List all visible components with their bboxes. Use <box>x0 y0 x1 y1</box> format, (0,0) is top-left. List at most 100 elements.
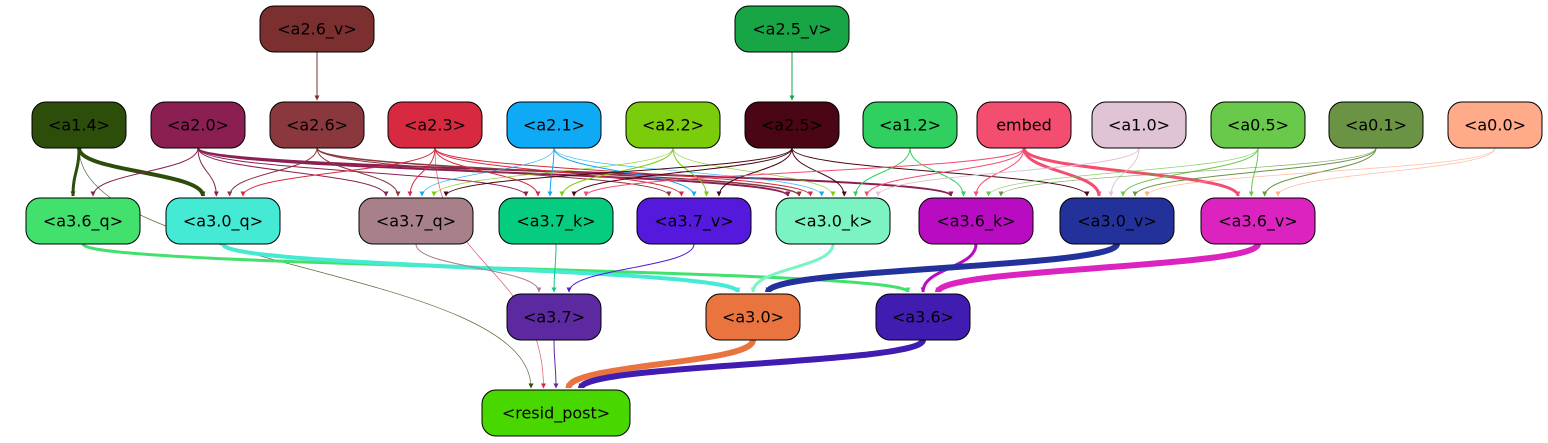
node-box <box>1210 101 1306 149</box>
edge-a0_0-to-a3_6_v <box>1275 147 1496 197</box>
node-box <box>506 101 602 149</box>
node-label: <a3.0_v> <box>1077 212 1157 232</box>
node-label: <a0.1> <box>1345 116 1407 135</box>
edge-embed-to-a3_6_v <box>1022 147 1241 197</box>
edge-a3_6_v-to-a3_6 <box>935 242 1261 294</box>
edge-a2_0-to-a3_6_q <box>90 147 199 197</box>
node-box <box>705 293 801 341</box>
node-a2-2[interactable]: <a2.2> <box>625 101 721 149</box>
edge-a3_0_q-to-a3_0 <box>221 242 741 294</box>
node-box <box>387 101 483 149</box>
node-box <box>636 197 752 245</box>
node-a1-2[interactable]: <a1.2> <box>862 101 958 149</box>
node-a3-0-q[interactable]: <a3.0_q> <box>165 197 281 245</box>
node-a2-1[interactable]: <a2.1> <box>506 101 602 149</box>
node-label: <a0.5> <box>1227 116 1289 135</box>
edge-a3_7_v-to-a3_7 <box>566 243 695 293</box>
node-label: <a1.0> <box>1108 116 1170 135</box>
node-box <box>875 293 971 341</box>
edge-a2_2-to-a3_7_v <box>672 147 709 197</box>
node-a2-6-v[interactable]: <a2.6_v> <box>259 5 375 53</box>
node-label: <a3.6_q> <box>43 212 123 232</box>
edge-a3_7_k-to-a3_7 <box>551 243 557 293</box>
node-a3-0[interactable]: <a3.0> <box>705 293 801 341</box>
edge-a2_6-to-a3_0_q <box>227 147 318 197</box>
node-box <box>31 101 127 149</box>
node-label: <a3.0_q> <box>183 212 263 232</box>
edge-a2_6-to-a3_7_q <box>316 147 401 197</box>
edge-a1_0-to-a3_0_k <box>875 147 1140 197</box>
node-a3-0-k[interactable]: <a3.0_k> <box>775 197 891 245</box>
node-label: <a2.5> <box>761 116 823 135</box>
node-label: <a3.6> <box>892 308 954 327</box>
node-label: <a3.6_v> <box>1218 212 1298 232</box>
node-label: <a2.0> <box>167 116 229 135</box>
node-a2-5[interactable]: <a2.5> <box>744 101 840 149</box>
node-a0-5[interactable]: <a0.5> <box>1210 101 1306 149</box>
node-a2-0[interactable]: <a2.0> <box>150 101 246 149</box>
edges-layer <box>70 51 1496 390</box>
node-a3-6[interactable]: <a3.6> <box>875 293 971 341</box>
node-box <box>744 101 840 149</box>
node-box <box>358 197 474 245</box>
edge-a2_5-to-a3_7_k <box>571 147 793 197</box>
node-label: <a3.7_k> <box>516 212 595 232</box>
node-a3-6-q[interactable]: <a3.6_q> <box>25 197 141 245</box>
node-a3-7-v[interactable]: <a3.7_v> <box>636 197 752 245</box>
node-label: <a2.6_v> <box>277 20 357 40</box>
node-a0-1[interactable]: <a0.1> <box>1328 101 1424 149</box>
node-a3-6-v[interactable]: <a3.6_v> <box>1200 197 1316 245</box>
node-box <box>1200 197 1316 245</box>
node-box <box>259 5 375 53</box>
node-box <box>976 101 1072 149</box>
node-box <box>506 293 602 341</box>
node-label: <a3.0_k> <box>793 212 872 232</box>
edge-a1_2-to-a3_6_k <box>909 147 966 197</box>
node-box <box>1328 101 1424 149</box>
edge-a2_2-to-a3_7_q <box>431 147 674 197</box>
node-label: <a3.6_k> <box>936 212 1015 232</box>
node-label: <resid_post> <box>502 404 610 424</box>
node-label: <a2.2> <box>642 116 704 135</box>
node-box <box>625 101 721 149</box>
node-label: <a2.1> <box>523 116 585 135</box>
node-resid-post[interactable]: <resid_post> <box>481 389 631 437</box>
node-a2-3[interactable]: <a2.3> <box>387 101 483 149</box>
node-box <box>1059 197 1175 245</box>
node-a2-5-v[interactable]: <a2.5_v> <box>734 5 850 53</box>
node-box <box>734 5 850 53</box>
edge-a1_2-to-a3_0_k <box>853 147 911 197</box>
node-box <box>862 101 958 149</box>
node-embed[interactable]: embed <box>976 101 1072 149</box>
edge-a2_0-to-a3_7_q <box>197 147 389 197</box>
node-a0-0[interactable]: <a0.0> <box>1447 101 1543 149</box>
node-a3-7-q[interactable]: <a3.7_q> <box>358 197 474 245</box>
edge-a1_4-to-a3_6_q <box>70 147 81 197</box>
node-a3-6-k[interactable]: <a3.6_k> <box>918 197 1034 245</box>
node-box <box>498 197 614 245</box>
edge-embed-to-a3_0_v <box>1022 147 1102 197</box>
edge-embed-to-a3_0_k <box>864 147 1025 197</box>
edge-a2_6-to-a3_7_v <box>316 147 672 197</box>
node-box <box>775 197 891 245</box>
edge-a2_5-to-a3_0_k <box>791 147 847 197</box>
node-box <box>1091 101 1187 149</box>
edge-a3_0_k-to-a3_0 <box>750 243 835 293</box>
edge-embed-to-a3_7_k <box>583 147 1025 197</box>
edge-a2_0-to-a3_7_k <box>197 147 529 197</box>
node-a1-0[interactable]: <a1.0> <box>1091 101 1187 149</box>
edge-embed-to-a3_6_k <box>973 147 1025 197</box>
edge-a3_0-to-resid_post <box>565 338 756 390</box>
edge-a3_0_v-to-a3_0 <box>765 242 1120 294</box>
node-a2-6[interactable]: <a2.6> <box>269 101 365 149</box>
node-a3-0-v[interactable]: <a3.0_v> <box>1059 197 1175 245</box>
node-box <box>25 197 141 245</box>
node-a3-7[interactable]: <a3.7> <box>506 293 602 341</box>
edge-a2_0-to-a3_6_k <box>197 147 954 197</box>
node-a1-4[interactable]: <a1.4> <box>31 101 127 149</box>
edge-a0_1-to-a3_6_k <box>998 147 1377 197</box>
edge-a2_5-to-a3_0_v <box>791 147 1090 197</box>
node-label: <a1.2> <box>879 116 941 135</box>
node-a3-7-k[interactable]: <a3.7_k> <box>498 197 614 245</box>
edge-a0_0-to-a3_0_v <box>1144 147 1496 197</box>
